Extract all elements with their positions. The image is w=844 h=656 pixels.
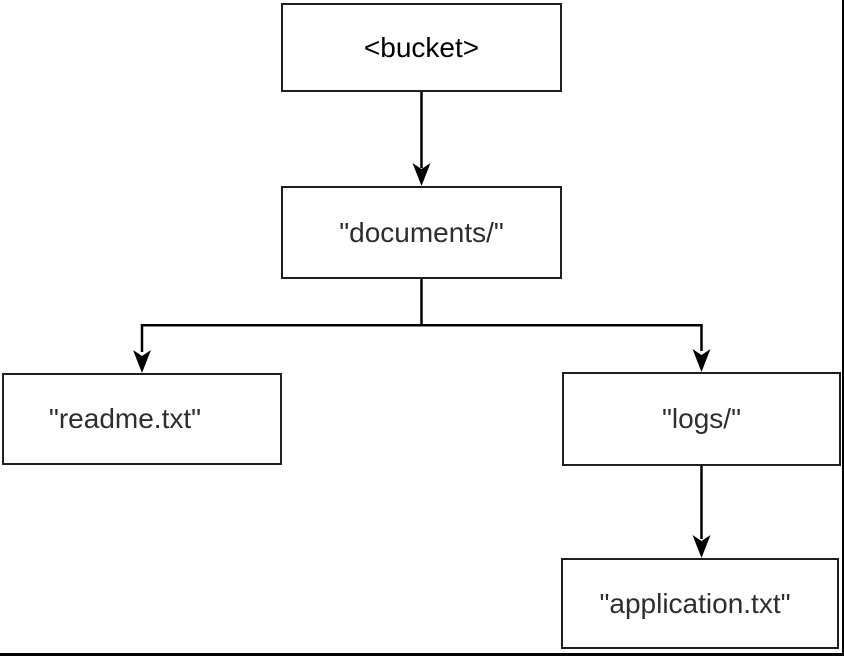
- node-readme-file: "readme.txt": [2, 373, 282, 465]
- node-documents-folder: "documents/": [281, 186, 562, 279]
- arrowhead-down-icon: [412, 163, 431, 186]
- node-bucket: <bucket>: [281, 3, 562, 92]
- arrowhead-down-icon: [133, 350, 151, 373]
- node-documents-label: "documents/": [339, 216, 504, 248]
- node-application-file: "application.txt": [561, 558, 839, 649]
- node-bucket-label: <bucket>: [363, 31, 480, 63]
- node-logs-folder: "logs/": [562, 372, 841, 466]
- node-logs-label: "logs/": [661, 403, 742, 434]
- branch-rail: [140, 324, 703, 352]
- node-readme-label: "readme.txt": [48, 403, 202, 434]
- edge-bucket-to-documents: [412, 91, 431, 186]
- arrowhead-down-icon: [692, 535, 711, 558]
- edge-logs-to-application: [692, 466, 711, 558]
- arrowhead-down-icon: [692, 349, 711, 372]
- edge-documents-branch: [133, 278, 711, 373]
- node-application-label: "application.txt": [599, 587, 791, 619]
